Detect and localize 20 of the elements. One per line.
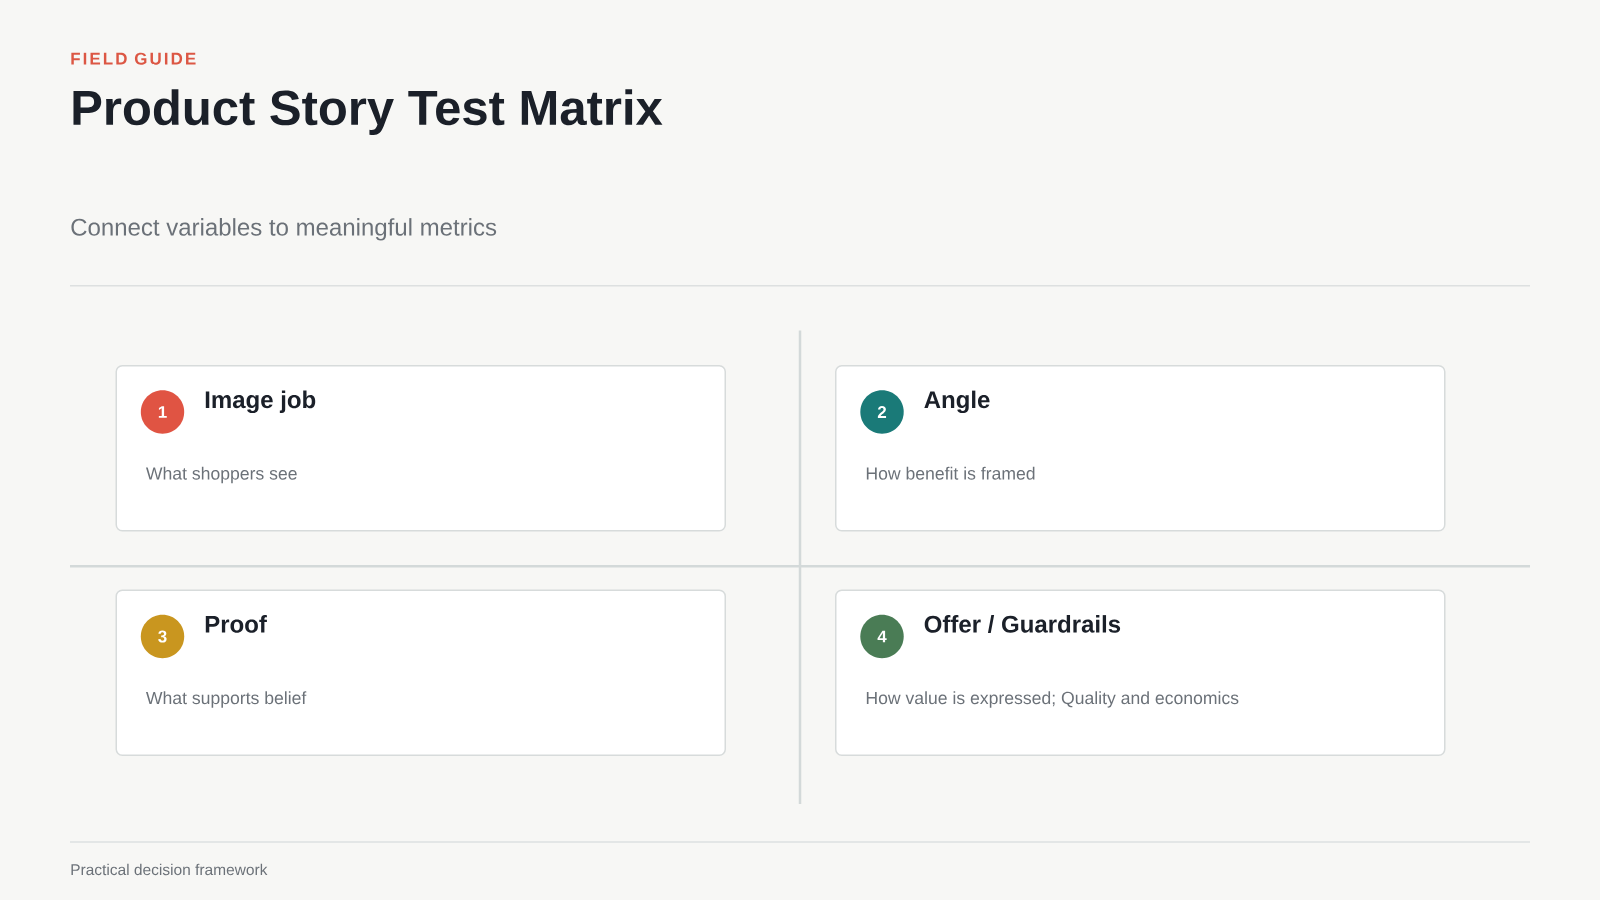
card	[835, 589, 1446, 756]
subtitle: Connect variables to meaningful metrics	[71, 218, 497, 241]
card	[115, 589, 726, 756]
card	[115, 365, 726, 532]
number-badge: 1	[140, 390, 185, 434]
number-badge: 3	[140, 614, 185, 659]
footer-text: Practical decision framework	[71, 863, 268, 876]
card-heading: Angle	[924, 390, 990, 414]
card-description: What shoppers see	[146, 466, 297, 484]
number-badge: 2	[860, 390, 904, 434]
card-heading: Proof	[205, 615, 267, 633]
card-heading: Offer / Guardrails	[924, 615, 1121, 633]
card-heading: Image job	[205, 390, 316, 414]
card-description: How benefit is framed	[866, 466, 1035, 480]
title: Product Story Test Matrix	[73, 89, 663, 135]
eyebrow-text: FIELD GUIDE	[71, 52, 196, 65]
card-description: How value is expressed; Quality and economics	[866, 691, 1239, 708]
number-badge: 4	[860, 614, 904, 659]
card-description: What supports belief	[146, 691, 307, 708]
card	[835, 365, 1446, 532]
